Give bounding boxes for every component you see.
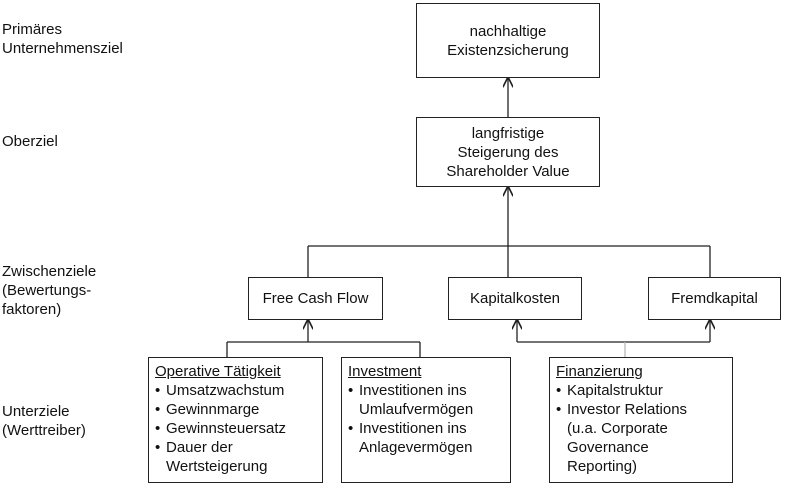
list-item: Gewinnsteuersatz xyxy=(155,419,316,438)
box-shareholder-value-text: langfristige Steigerung des Shareholder … xyxy=(446,124,570,180)
level-label-top-text: Oberziel xyxy=(2,133,58,150)
box-shareholder-value: langfristige Steigerung des Shareholder … xyxy=(416,117,600,187)
list-item: Investitionen ins Anlagevermögen xyxy=(348,419,504,457)
box-capital-cost: Kapitalkosten xyxy=(448,277,582,320)
box-existence-text: nachhaltige Existenzsicherung xyxy=(447,22,569,59)
detail-box-financing: Finanzierung Kapitalstruktur Investor Re… xyxy=(549,357,733,483)
box-debt-text: Fremdkapital xyxy=(671,290,758,307)
box-existence: nachhaltige Existenzsicherung xyxy=(416,3,600,78)
list-item: Investitionen ins Umlaufvermögen xyxy=(348,381,504,419)
level-label-top: Oberziel xyxy=(2,132,58,151)
detail-investment-list: Investitionen ins Umlaufvermögen Investi… xyxy=(348,381,504,457)
list-item: Gewinnmarge xyxy=(155,400,316,419)
list-item: Investor Relations (u.a. Corporate Gover… xyxy=(556,400,726,476)
detail-financing-title: Finanzierung xyxy=(556,363,643,380)
box-free-cash-flow: Free Cash Flow xyxy=(248,277,383,320)
list-item: Dauer der Wertsteigerung xyxy=(155,438,316,476)
detail-box-investment: Investment Investitionen ins Umlaufvermö… xyxy=(341,357,511,483)
box-capital-cost-text: Kapitalkosten xyxy=(469,290,561,307)
box-free-cash-flow-text: Free Cash Flow xyxy=(262,290,369,307)
level-label-intermediate-text: Zwischenziele (Bewertungs- faktoren) xyxy=(2,263,97,318)
list-item: Umsatzwachstum xyxy=(155,381,316,400)
detail-financing-list: Kapitalstruktur Investor Relations (u.a.… xyxy=(556,381,726,476)
list-item: Kapitalstruktur xyxy=(556,381,726,400)
level-label-sub-text: Unterziele (Werttreiber) xyxy=(2,403,86,439)
detail-investment-title: Investment xyxy=(348,363,422,380)
detail-operative-title: Operative Tätigkeit xyxy=(155,363,281,380)
detail-operative-list: Umsatzwachstum Gewinnmarge Gewinnsteuers… xyxy=(155,381,316,476)
level-label-intermediate: Zwischenziele (Bewertungs- faktoren) xyxy=(2,262,96,319)
box-debt: Fremdkapital xyxy=(648,277,781,320)
level-label-primary: Primäres Unternehmensziel xyxy=(2,20,123,58)
level-label-sub: Unterziele (Werttreiber) xyxy=(2,402,86,440)
detail-box-operative: Operative Tätigkeit Umsatzwachstum Gewin… xyxy=(148,357,323,483)
level-label-primary-text: Primäres Unternehmensziel xyxy=(2,21,123,57)
